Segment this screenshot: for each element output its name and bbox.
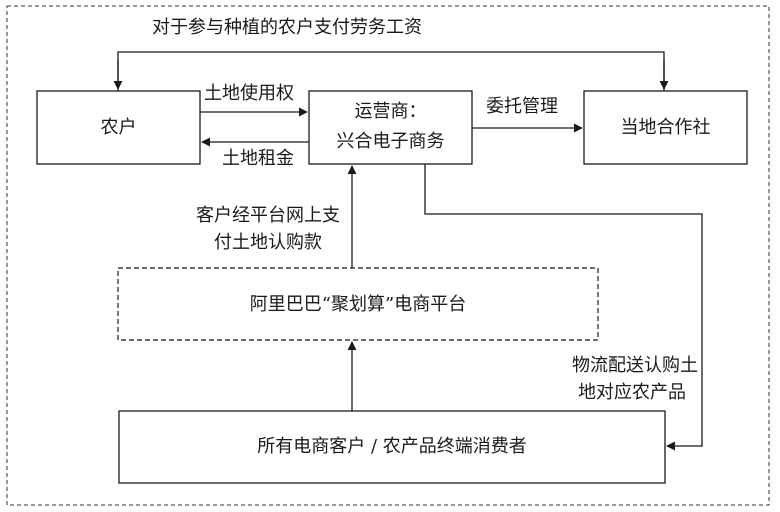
farmer-label: 农户 xyxy=(100,117,137,138)
logistics-arrow xyxy=(424,164,703,451)
payment-label-line2: 付土地认购款 xyxy=(214,232,322,253)
operator-label-line2: 兴合电子商务 xyxy=(336,131,445,152)
consumers-label: 所有电商客户 / 农产品终端消费者 xyxy=(257,436,527,457)
cooperative-box xyxy=(583,90,748,165)
wages-label: 对于参与种植的农户支付劳务工资 xyxy=(152,17,422,38)
land-rent-label: 土地租金 xyxy=(222,148,294,169)
logistics-label-line1: 物流配送认购土 xyxy=(572,355,698,376)
logistics-label-line2: 地对应农产品 xyxy=(578,382,686,403)
wages-arrow-line xyxy=(117,51,665,91)
cooperative-label: 当地合作社 xyxy=(620,117,711,138)
platform-box xyxy=(117,267,599,341)
platform-label: 阿里巴巴“聚划算”电商平台 xyxy=(249,294,467,315)
entrust-label: 委托管理 xyxy=(486,96,558,117)
operator-label-line1: 运营商： xyxy=(354,101,427,122)
payment-label-line1: 客户经平台网上支 xyxy=(196,205,340,226)
consumers-box xyxy=(118,410,666,484)
land-use-right-label: 土地使用权 xyxy=(204,83,294,104)
outer-frame xyxy=(6,5,770,506)
